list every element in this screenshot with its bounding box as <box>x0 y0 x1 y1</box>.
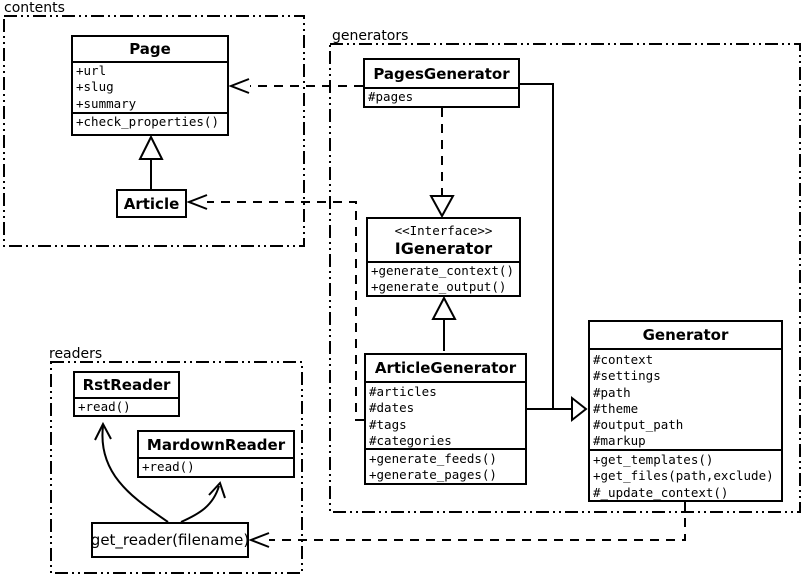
class-markdownreader: MardownReader +read() <box>137 430 295 478</box>
class-rstreader-title: RstReader <box>82 376 171 394</box>
package-label-contents: contents <box>4 0 65 16</box>
class-page-title: Page <box>129 40 171 58</box>
attribute: #markup <box>593 433 646 449</box>
interface-igenerator: <<Interface>> IGenerator +generate_conte… <box>366 217 521 297</box>
function-get-reader-label: get_reader(filename) <box>90 531 250 549</box>
readers-package-border <box>50 361 303 574</box>
class-articlegenerator: ArticleGenerator #articles #dates #tags … <box>364 353 527 485</box>
contents-package-border <box>3 15 305 247</box>
class-page: Page +url +slug +summary +check_properti… <box>71 35 229 136</box>
attribute: +summary <box>76 95 137 111</box>
class-generator: Generator #context #settings #path #them… <box>588 320 783 502</box>
function-get-reader: get_reader(filename) <box>91 522 249 558</box>
class-articlegenerator-methods: +generate_feeds() +generate_pages() <box>366 448 525 483</box>
hollow-triangle-generator-left <box>571 395 588 423</box>
class-generator-methods: +get_templates() +get_files(path,exclude… <box>590 449 781 500</box>
class-generator-title: Generator <box>642 326 729 344</box>
class-pagesgenerator-attributes: #pages <box>365 87 518 106</box>
method: +check_properties() <box>76 114 219 129</box>
curve-get-reader-to-rstreader <box>101 425 169 523</box>
open-arrowhead-rstreader <box>94 421 112 441</box>
method: +generate_feeds() <box>369 451 497 466</box>
package-label-generators: generators <box>332 28 409 44</box>
class-rstreader: RstReader +read() <box>73 371 180 417</box>
class-page-attributes: +url +slug +summary <box>73 61 227 112</box>
class-generator-attributes: #context #settings #path #theme #output_… <box>590 348 781 449</box>
attribute: #dates <box>369 400 415 416</box>
class-markdownreader-methods: +read() <box>139 457 293 474</box>
attribute: #tags <box>369 416 407 432</box>
class-rstreader-methods: +read() <box>75 397 178 415</box>
dependency-articlegenerator-to-article <box>207 201 364 421</box>
class-pagesgenerator-title: PagesGenerator <box>373 64 510 83</box>
class-pagesgenerator: PagesGenerator #pages <box>363 58 520 108</box>
attribute: #path <box>593 384 631 400</box>
class-markdownreader-title: MardownReader <box>146 435 286 454</box>
curve-get-reader-to-markdownreader <box>180 485 220 523</box>
method: #_update_context() <box>593 484 729 500</box>
attribute: #articles <box>369 384 437 399</box>
method: +read() <box>78 399 131 414</box>
attribute: #categories <box>369 432 452 448</box>
interface-igenerator-header: <<Interface>> IGenerator <box>368 219 519 261</box>
hollow-triangle-igenerator-top <box>429 195 455 219</box>
method: +generate_pages() <box>369 467 497 483</box>
open-arrowhead-get-reader <box>248 532 270 548</box>
open-arrowhead-page <box>228 78 250 94</box>
class-page-methods: +check_properties() <box>73 112 227 134</box>
method: +generate_context() <box>371 263 514 278</box>
hollow-triangle-page-bottom <box>138 134 164 160</box>
generators-package-border <box>329 43 801 513</box>
package-label-readers: readers <box>49 346 103 362</box>
attribute: #theme <box>593 400 639 416</box>
attribute: +url <box>76 63 107 78</box>
interface-igenerator-title: IGenerator <box>394 239 493 258</box>
attribute: #settings <box>593 368 661 384</box>
method: +get_files(path,exclude) <box>593 468 774 484</box>
dependency-generator-to-get-reader <box>269 502 686 541</box>
attribute: #context <box>593 352 654 367</box>
class-article: Article <box>116 189 187 218</box>
method: +generate_output() <box>371 279 507 295</box>
attribute: #output_path <box>593 417 684 433</box>
attribute: +slug <box>76 79 114 95</box>
inheritance-generators-to-generator <box>518 83 572 410</box>
class-articlegenerator-title: ArticleGenerator <box>374 359 517 377</box>
method: +read() <box>142 459 195 474</box>
class-article-title: Article <box>123 194 180 213</box>
attribute: #pages <box>368 89 414 104</box>
hollow-triangle-igenerator-bottom <box>431 295 457 320</box>
interface-stereotype: <<Interface>> <box>394 223 493 238</box>
interface-igenerator-methods: +generate_context() +generate_output() <box>368 261 519 295</box>
open-arrowhead-markdownreader <box>208 481 226 499</box>
method: +get_templates() <box>593 452 714 467</box>
class-articlegenerator-attributes: #articles #dates #tags #categories <box>366 381 525 448</box>
open-arrowhead-article <box>186 194 208 210</box>
